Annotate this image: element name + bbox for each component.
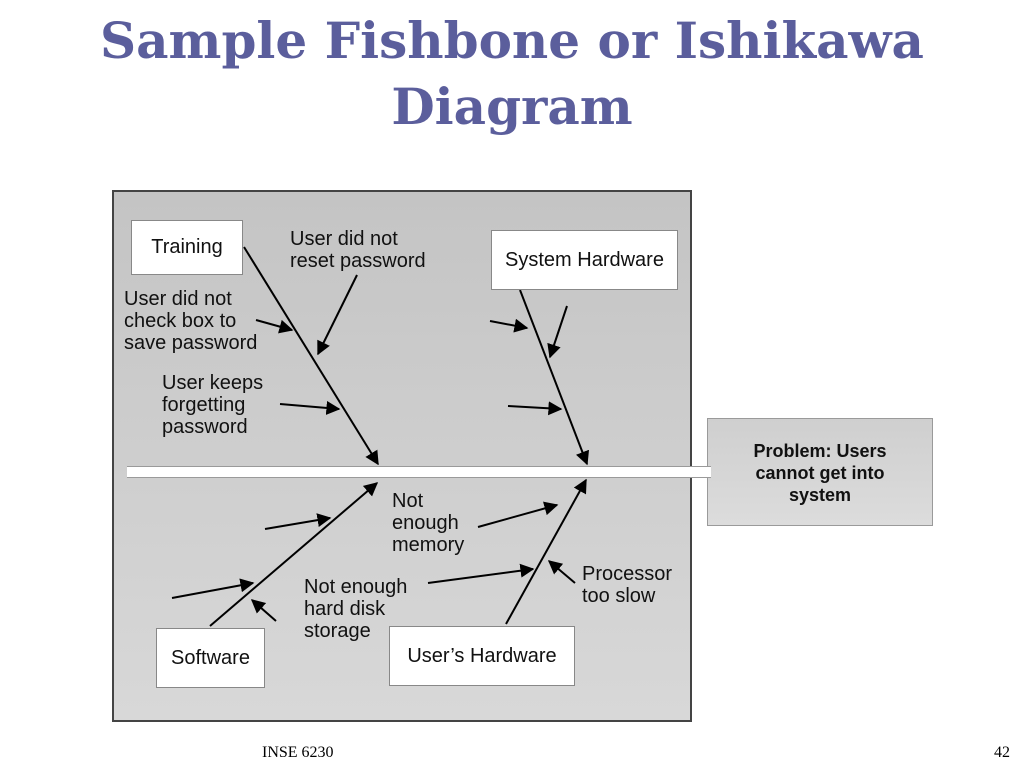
cause-memory-line-1: Not [392,490,424,512]
bone-system-hardware [519,289,590,466]
cause-check-box: User did not check box to save password [124,288,257,354]
cause-reset-password-line-2: reset password [290,250,426,272]
arrow-software-2 [171,578,255,599]
cause-memory: Not enough memory [392,490,464,556]
cause-disk-line-1: Not enough [304,576,408,598]
category-system-hardware: System Hardware [491,230,678,290]
problem-line-3: system [788,485,852,505]
arrow-reset-password [317,274,358,356]
problem-line-1: Problem: Users [753,441,887,461]
problem-panel [707,418,933,526]
cause-reset-password-line-1: User did not [290,228,398,250]
category-system-hardware-label: System Hardware [505,248,664,271]
cause-memory-line-3: memory [392,534,465,556]
arrow-sys-hw-3 [507,401,563,416]
bone-software [209,482,379,627]
page-number: 42 [994,744,1010,761]
footer-course-code: INSE 6230 [262,744,334,761]
cause-check-box-line-3: save password [124,332,258,354]
cause-check-box-line-1: User did not [124,288,232,310]
arrow-processor [547,560,576,584]
cause-forgetting-line-1: User keeps [162,372,264,394]
fishbone-spine [127,466,711,478]
cause-disk-line-3: storage [304,620,371,642]
arrow-disk [427,563,535,584]
arrow-memory [477,501,559,528]
arrow-sys-hw-1 [489,318,529,333]
category-software-label: Software [171,646,250,669]
cause-forgetting-line-2: forgetting [162,394,246,416]
arrow-software-1 [264,513,332,530]
cause-check-box-line-2: check box to [124,310,237,332]
category-training-label: Training [151,236,223,258]
cause-forgetting-line-3: password [162,416,248,438]
arrow-forgetting [279,400,341,415]
cause-disk-line-2: hard disk [304,598,386,620]
category-users-hardware-label: User’s Hardware [407,644,557,667]
category-software: Software [156,628,265,688]
slide-title-line-1: Sample Fishbone or Ishikawa [100,11,924,70]
cause-processor-line-2: too slow [582,585,656,607]
bone-users-hardware [505,478,587,625]
slide-title-line-2: Diagram [391,77,633,136]
category-training: Training [131,220,243,275]
problem-line-2: cannot get into [755,463,885,483]
cause-memory-line-2: enough [392,512,459,534]
category-users-hardware: User’s Hardware [389,626,575,686]
slide-title: Sample Fishbone or Ishikawa Diagram [0,8,1024,140]
cause-processor-line-1: Processor [582,563,673,585]
cause-processor: Processor too slow [582,563,672,607]
arrow-sys-hw-2 [547,305,568,359]
bone-training [243,246,379,466]
cause-disk: Not enough hard disk storage [304,576,407,642]
problem-statement: Problem: Users cannot get into system [707,440,933,506]
arrow-software-3 [250,599,277,622]
cause-forgetting: User keeps forgetting password [162,372,263,438]
cause-reset-password: User did not reset password [290,228,426,272]
arrow-check-box [255,319,294,334]
